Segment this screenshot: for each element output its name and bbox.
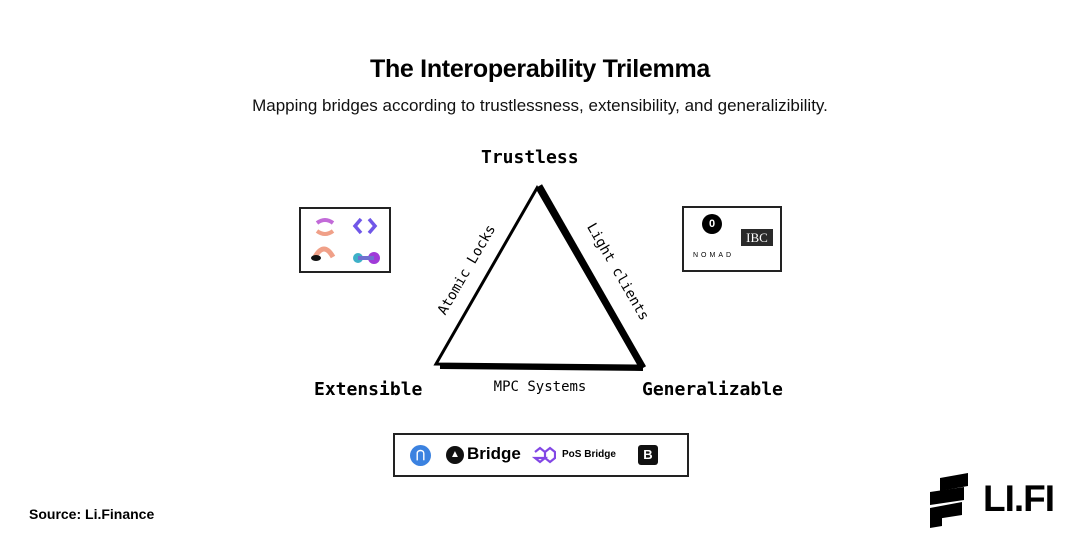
atomic-locks-logo-icons <box>311 217 380 264</box>
hop-icon <box>311 246 336 261</box>
vertex-trustless: Trustless <box>481 147 579 168</box>
source-note: Source: Li.Finance <box>29 506 155 522</box>
lifi-logo-icon <box>930 473 968 528</box>
ibc-logo: IBC <box>741 229 773 246</box>
nomad-icon: 0 <box>702 214 722 234</box>
mpc-systems-logos: ⋂ ▲ Bridge PoS Bridge B <box>393 433 689 477</box>
vertex-generalizable: Generalizable <box>642 379 783 400</box>
avalanche-icon: ▲ <box>446 446 464 464</box>
nomad-logo: NOMAD <box>693 252 735 259</box>
avalanche-bridge-label: Bridge <box>467 444 521 463</box>
atomic-locks-logos <box>299 207 391 273</box>
binance-bridge-icon: B <box>638 445 658 465</box>
multichain-icon: ⋂ <box>410 445 431 466</box>
lifi-wordmark: LI.FI <box>983 478 1055 519</box>
swap-icon <box>315 218 335 236</box>
edge-mpc-systems: MPC Systems <box>493 379 587 395</box>
liquidity-icon <box>353 252 380 264</box>
page-title: The Interoperability Trilemma <box>369 55 710 83</box>
page-subtitle: Mapping bridges according to trustlessne… <box>252 96 828 115</box>
connext-icon <box>352 217 378 235</box>
polygon-icon <box>532 446 556 464</box>
light-clients-logos: 0 NOMAD IBC <box>682 206 782 272</box>
vertex-extensible: Extensible <box>314 379 423 400</box>
pos-bridge-label: PoS Bridge <box>562 449 616 460</box>
